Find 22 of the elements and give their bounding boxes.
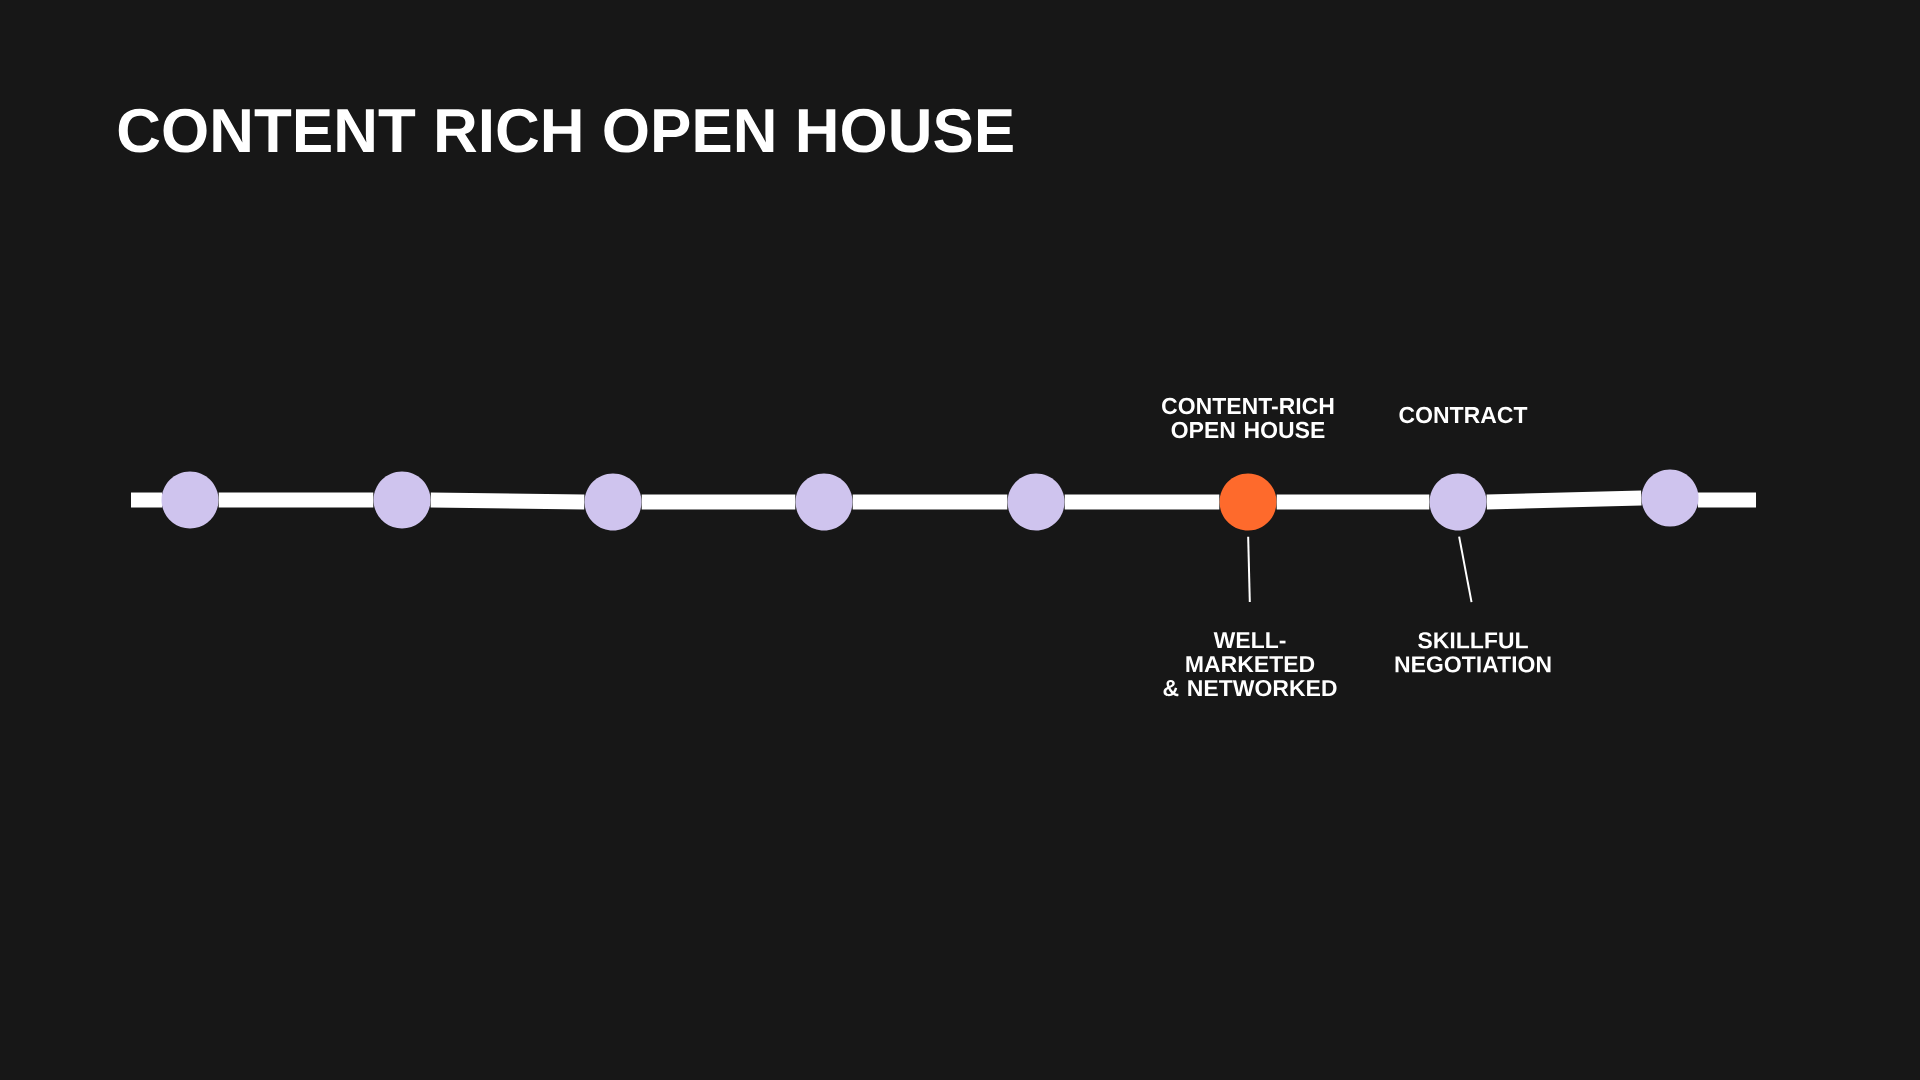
timeline-segment (218, 492, 374, 508)
timeline-dot (373, 471, 431, 529)
timeline-segment (1276, 494, 1430, 510)
timeline-dot (1429, 473, 1487, 531)
timeline-segment (430, 492, 585, 510)
timeline-segment (641, 494, 796, 510)
timeline-segment (852, 494, 1008, 510)
milestone-title: CONTENT-RICH OPEN HOUSE (1162, 397, 1334, 439)
leader-line (1458, 535, 1473, 604)
milestone-label: SKILLFUL NEGOTIATION (1395, 632, 1551, 673)
milestone-title: CONTRACT (1399, 406, 1528, 424)
timeline-dot (795, 473, 853, 531)
milestone-label: WELL- MARKETED & NETWORKED (1163, 632, 1337, 697)
title: CONTENT RICH OPEN HOUSE (118, 108, 1013, 153)
leader-line (1247, 535, 1251, 603)
timeline-dot (1219, 473, 1277, 531)
timeline-dot (1007, 473, 1065, 531)
timeline-segment (1064, 494, 1220, 510)
timeline-dot (584, 473, 642, 531)
timeline-dot (161, 471, 219, 529)
timeline-segment (1486, 490, 1642, 510)
timeline-dot (1641, 469, 1699, 527)
